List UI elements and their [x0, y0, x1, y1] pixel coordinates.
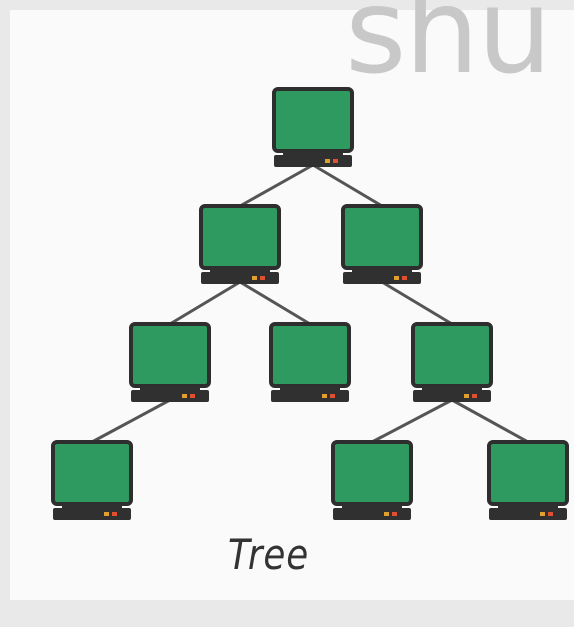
computer-node-l3-c	[487, 440, 569, 520]
link-l2-a-to-l3-a	[91, 398, 171, 444]
monitor-stand	[342, 504, 402, 508]
power-led-icon	[394, 276, 399, 280]
monitor-screen	[51, 440, 133, 506]
link-root-to-l1-left	[239, 163, 314, 208]
link-root-to-l1-right	[312, 163, 383, 208]
computer-node-l1-right	[341, 204, 423, 284]
monitor-stand	[140, 386, 200, 390]
link-l1-right-to-l2-c	[381, 280, 453, 326]
computer-base	[333, 508, 411, 520]
link-l2-c-to-l3-b	[371, 398, 453, 444]
computer-node-l3-a	[51, 440, 133, 520]
monitor-screen	[269, 322, 351, 388]
link-l1-left-to-l2-b	[239, 280, 311, 326]
computer-node-l2-b	[269, 322, 351, 402]
activity-led-icon	[392, 512, 397, 516]
monitor-screen	[487, 440, 569, 506]
activity-led-icon	[333, 159, 338, 163]
computer-node-l2-a	[129, 322, 211, 402]
power-led-icon	[104, 512, 109, 516]
monitor-stand	[498, 504, 558, 508]
monitor-screen	[411, 322, 493, 388]
computer-base	[131, 390, 209, 402]
monitor-stand	[280, 386, 340, 390]
link-l1-left-to-l2-a	[169, 280, 241, 326]
power-led-icon	[384, 512, 389, 516]
monitor-screen	[331, 440, 413, 506]
diagram-caption: Tree	[228, 530, 310, 579]
activity-led-icon	[112, 512, 117, 516]
computer-base	[413, 390, 491, 402]
computer-base	[271, 390, 349, 402]
power-led-icon	[325, 159, 330, 163]
power-led-icon	[322, 394, 327, 398]
computer-node-root	[272, 87, 354, 167]
computer-base	[53, 508, 131, 520]
activity-led-icon	[190, 394, 195, 398]
activity-led-icon	[260, 276, 265, 280]
power-led-icon	[252, 276, 257, 280]
monitor-stand	[352, 268, 412, 272]
activity-led-icon	[330, 394, 335, 398]
computer-nodes	[51, 87, 569, 520]
watermark-text: shu	[345, 0, 552, 100]
link-l2-c-to-l3-c	[451, 398, 529, 444]
power-led-icon	[182, 394, 187, 398]
monitor-stand	[422, 386, 482, 390]
activity-led-icon	[402, 276, 407, 280]
activity-led-icon	[548, 512, 553, 516]
activity-led-icon	[472, 394, 477, 398]
computer-base	[489, 508, 567, 520]
computer-base	[274, 155, 352, 167]
monitor-stand	[283, 151, 343, 155]
monitor-screen	[272, 87, 354, 153]
computer-base	[201, 272, 279, 284]
computer-node-l1-left	[199, 204, 281, 284]
computer-base	[343, 272, 421, 284]
power-led-icon	[464, 394, 469, 398]
network-links	[91, 163, 529, 444]
monitor-stand	[210, 268, 270, 272]
monitor-screen	[129, 322, 211, 388]
monitor-stand	[62, 504, 122, 508]
power-led-icon	[540, 512, 545, 516]
computer-node-l3-b	[331, 440, 413, 520]
monitor-screen	[199, 204, 281, 270]
monitor-screen	[341, 204, 423, 270]
computer-node-l2-c	[411, 322, 493, 402]
